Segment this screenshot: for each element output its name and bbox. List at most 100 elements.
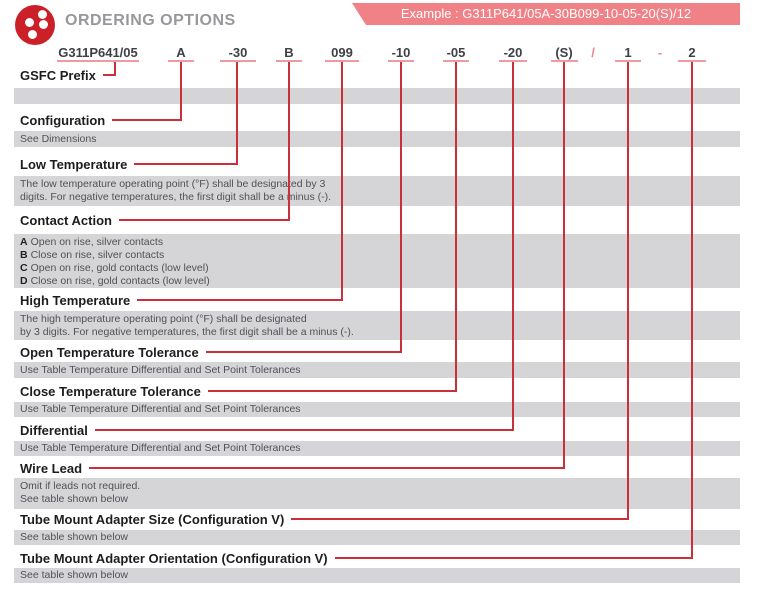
section-label: Tube Mount Adapter Size (Configuration V… (20, 511, 285, 527)
section-label: Close Temperature Tolerance (20, 383, 201, 399)
section-bar-tube-size: See table shown below (14, 530, 740, 545)
part-code-token: -05 (446, 45, 466, 60)
section-label: Contact Action (20, 212, 112, 228)
section-header-configuration: Configuration (20, 112, 182, 128)
token-underline (220, 60, 256, 62)
option-key: A (20, 236, 28, 248)
leader-line (94, 429, 514, 431)
logo-dot-icon (25, 18, 34, 27)
section-bar-configuration: See Dimensions (14, 131, 740, 147)
token-underline (551, 60, 578, 62)
section-label: Open Temperature Tolerance (20, 344, 199, 360)
connector-line-high-temperature (341, 62, 343, 301)
logo-dot-icon (39, 20, 48, 29)
part-code-separator: / (591, 45, 595, 60)
section-header-tube-size: Tube Mount Adapter Size (Configuration V… (20, 511, 629, 527)
leader-line (134, 163, 238, 165)
section-bar-close-tolerance: Use Table Temperature Differential and S… (14, 402, 740, 417)
option-text: Open on rise, gold contacts (low level) (30, 262, 209, 274)
part-code-token: 1 (624, 45, 632, 60)
section-label: Configuration (20, 112, 106, 128)
token-underline (276, 60, 302, 62)
token-underline (325, 60, 359, 62)
section-description: by 3 digits. For negative temperatures, … (20, 326, 354, 338)
part-code-token: -20 (503, 45, 523, 60)
section-header-close-tolerance: Close Temperature Tolerance (20, 383, 457, 399)
token-underline (499, 60, 527, 62)
part-code-token: -10 (391, 45, 411, 60)
section-bar-high-temperature: The high temperature operating point (°F… (14, 311, 740, 340)
section-header-contact-action: Contact Action (20, 212, 290, 228)
section-description: Use Table Temperature Differential and S… (20, 403, 301, 415)
part-code-separator: - (657, 45, 663, 60)
section-description: See table shown below (20, 493, 128, 505)
section-description: Use Table Temperature Differential and S… (20, 363, 301, 376)
section-label: High Temperature (20, 292, 131, 308)
connector-line-configuration (180, 62, 182, 121)
section-bar-gsfc-prefix (14, 88, 740, 104)
option-key: B (20, 249, 28, 261)
section-header-wire-lead: Wire Lead (20, 460, 565, 476)
part-code-token: -30 (228, 45, 248, 60)
section-description: See Dimensions (20, 132, 97, 145)
section-header-tube-orientation: Tube Mount Adapter Orientation (Configur… (20, 550, 693, 566)
connector-line-tube-size (627, 62, 629, 520)
leader-line (118, 219, 290, 221)
leader-line (207, 390, 457, 392)
section-description: digits. For negative temperatures, the f… (20, 191, 332, 203)
option-key: C (20, 262, 28, 274)
leader-line (334, 557, 693, 559)
leader-line (102, 74, 116, 76)
example-banner: Example : G311P641/05A-30B099-10-05-20(S… (352, 3, 740, 25)
connector-line-wire-lead (563, 62, 565, 469)
connector-line-open-tolerance (400, 62, 402, 353)
leader-line (291, 518, 629, 520)
section-description: The high temperature operating point (°F… (20, 313, 307, 325)
section-bar-low-temperature: The low temperature operating point (°F)… (14, 176, 740, 206)
section-label: Tube Mount Adapter Orientation (Configur… (20, 550, 328, 566)
logo-dot-icon (28, 30, 37, 39)
section-header-open-tolerance: Open Temperature Tolerance (20, 344, 402, 360)
section-bar-wire-lead: Omit if leads not required. See table sh… (14, 478, 740, 509)
section-header-differential: Differential (20, 422, 514, 438)
section-label: Wire Lead (20, 460, 83, 476)
section-bar-tube-orientation: See table shown below (14, 568, 740, 583)
leader-line (205, 351, 402, 353)
token-underline (168, 60, 194, 62)
option-text: Close on rise, silver contacts (30, 249, 165, 261)
section-header-gsfc-prefix: GSFC Prefix (20, 68, 116, 83)
page-title: ORDERING OPTIONS (65, 12, 236, 29)
option-text: Open on rise, silver contacts (30, 236, 164, 248)
token-underline (57, 60, 139, 62)
connector-line-differential (512, 62, 514, 431)
connector-line-contact-action (288, 62, 290, 221)
brand-logo-icon (15, 5, 55, 45)
part-code-token: A (176, 45, 186, 60)
option-key: D (20, 275, 28, 287)
section-header-low-temperature: Low Temperature (20, 156, 238, 172)
token-underline (615, 60, 641, 62)
connector-line-low-temperature (236, 62, 238, 165)
section-label: Differential (20, 422, 88, 438)
section-label: Low Temperature (20, 156, 128, 172)
section-header-high-temperature: High Temperature (20, 292, 343, 308)
token-underline (443, 60, 469, 62)
section-bar-open-tolerance: Use Table Temperature Differential and S… (14, 362, 740, 378)
part-code-token: 099 (331, 45, 353, 60)
connector-line-tube-orientation (691, 62, 693, 559)
part-code-token: 2 (688, 45, 696, 60)
connector-line-close-tolerance (455, 62, 457, 392)
section-bar-differential: Use Table Temperature Differential and S… (14, 441, 740, 456)
section-description: See table shown below (20, 569, 128, 581)
leader-line (112, 119, 182, 121)
leader-line (137, 299, 343, 301)
part-code-token: (S) (555, 45, 573, 60)
section-description: Use Table Temperature Differential and S… (20, 442, 301, 454)
leader-line (89, 467, 565, 469)
